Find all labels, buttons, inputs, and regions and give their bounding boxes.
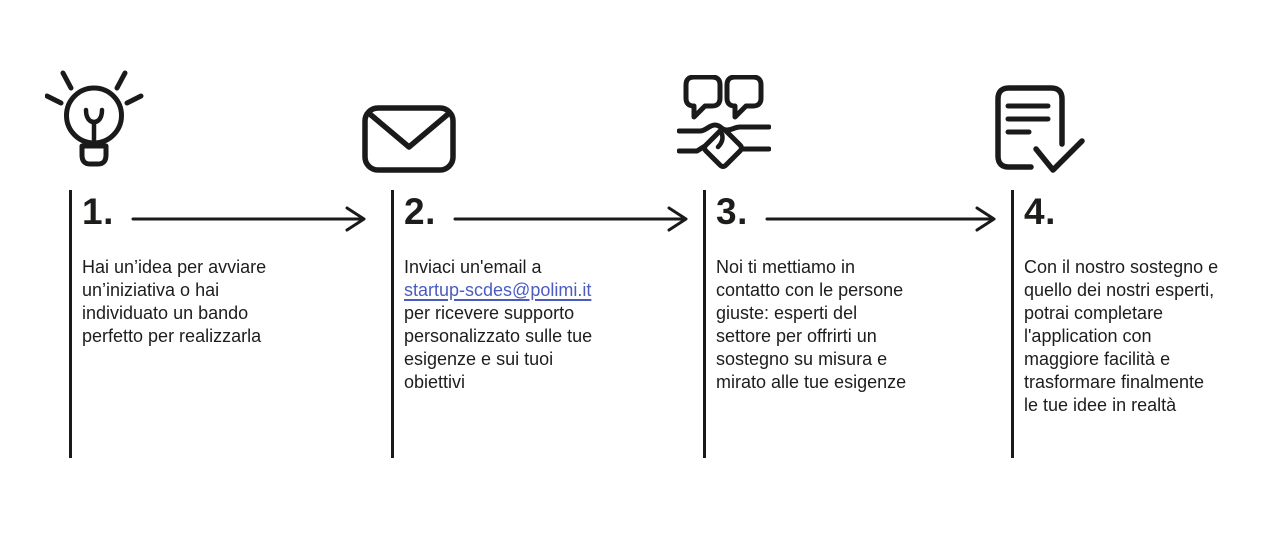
lightbulb-icon [45, 70, 145, 172]
step-3: 3. Noi ti mettiamo in contatto con le pe… [677, 0, 1011, 544]
step-number: 3. [716, 191, 748, 232]
step-divider [1011, 190, 1014, 458]
step-description: Inviaci un'email a startup-scdes@polimi.… [404, 256, 642, 394]
arrow-right-icon [765, 206, 996, 232]
document-check-icon [991, 84, 1085, 176]
step-description: Hai un’idea per avviare un’iniziativa o … [82, 257, 267, 346]
arrow-right-icon [453, 206, 688, 232]
envelope-icon [362, 105, 456, 173]
step-2: 2. Inviaci un'email a startup-scdes@poli… [362, 0, 703, 544]
step-description: Noi ti mettiamo in contatto con le perso… [716, 257, 907, 392]
step-number: 2. [404, 191, 436, 232]
step-1: 1. Hai un’idea per avviare un’iniziativa… [45, 0, 391, 544]
step-number: 1. [82, 191, 114, 232]
step-description: Con il nostro sostegno e quello dei nost… [1024, 257, 1219, 415]
step-number: 4. [1024, 191, 1056, 232]
arrow-right-icon [131, 206, 366, 232]
email-link[interactable]: startup-scdes@polimi.it [404, 280, 592, 300]
step-divider [69, 190, 72, 458]
handshake-icon [677, 75, 771, 171]
step-divider [703, 190, 706, 458]
step-text-after-link: per ricevere supporto personalizzato sul… [404, 303, 593, 392]
step-text-before-link: Inviaci un'email a [404, 257, 542, 277]
step-4: 4. Con il nostro sostegno e quello dei n… [995, 0, 1261, 544]
step-divider [391, 190, 394, 458]
